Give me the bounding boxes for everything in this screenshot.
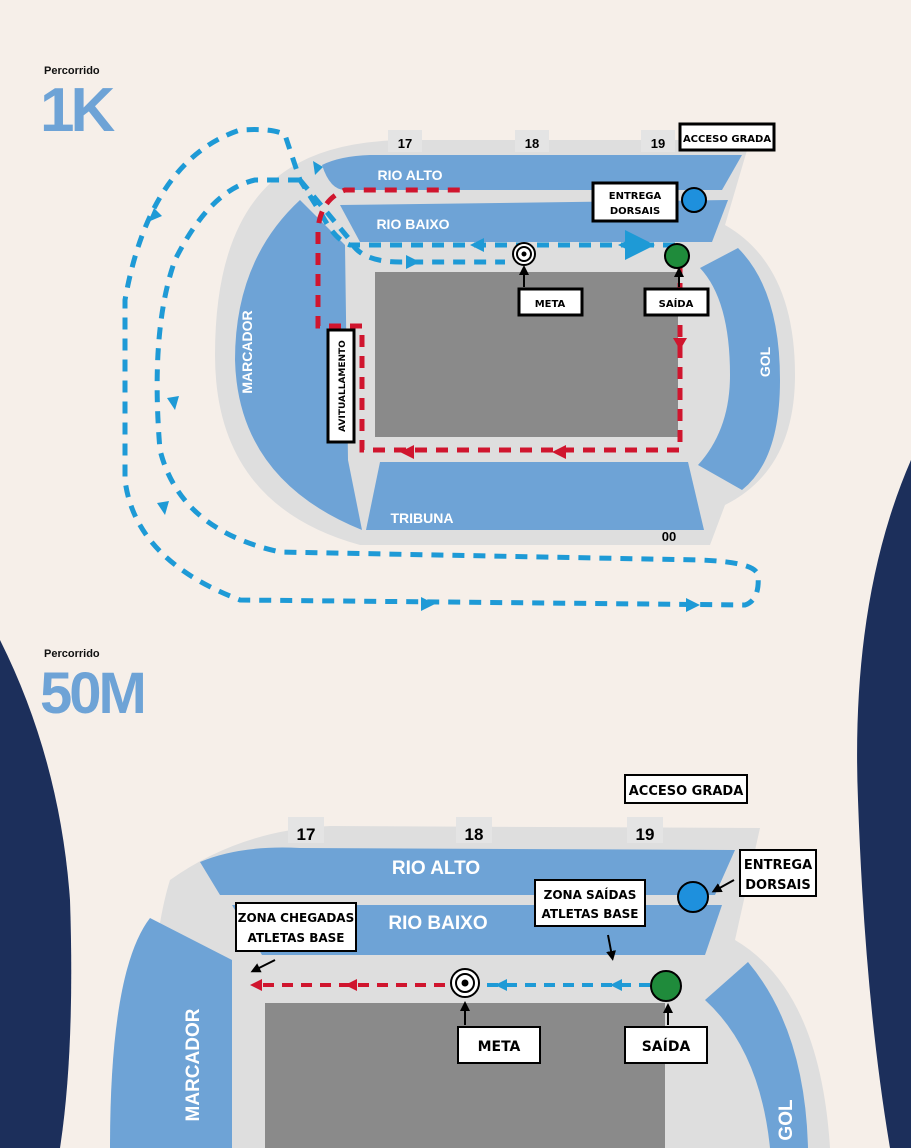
label-entrega-dorsais-50m: ENTREGA DORSAIS [739, 849, 817, 897]
start-marker [664, 243, 690, 269]
stand-label-rio-alto: RIO ALTO [392, 858, 480, 879]
stadium-1k: 17 18 19 00 RIO ALTO RIO BAIXO MARCADOR … [215, 130, 795, 545]
route-1k-arrows-blue [148, 161, 700, 612]
navy-left-shape [0, 640, 72, 1148]
bib-pickup-marker [681, 187, 707, 213]
svg-text:DORSAIS: DORSAIS [610, 206, 660, 217]
svg-text:ATLETAS BASE: ATLETAS BASE [541, 907, 638, 921]
section-17: 17 [297, 825, 316, 844]
label-zona-saidas: ZONA SAÍDAS ATLETAS BASE [534, 879, 646, 927]
label-acceso-grada-50m: ACCESO GRADA [624, 774, 748, 804]
section-19: 19 [651, 136, 665, 151]
stand-gol [698, 248, 780, 490]
svg-text:SAÍDA: SAÍDA [659, 297, 694, 310]
route-50m-arrows [250, 979, 622, 991]
section-18: 18 [525, 136, 539, 151]
section-00: 00 [662, 529, 676, 544]
label-zona-chegadas: ZONA CHEGADAS ATLETAS BASE [235, 902, 357, 952]
start-marker [650, 970, 682, 1002]
route-1k-subtitle: Percorrido [44, 65, 100, 77]
stand-label-tribuna: TRIBUNA [391, 510, 454, 526]
svg-text:DORSAIS: DORSAIS [745, 878, 810, 893]
label-avituallamento: AVITUALLAMENTO [326, 328, 356, 444]
stand-marcador [110, 918, 232, 1148]
svg-text:META: META [535, 299, 566, 310]
stand-rio-alto [322, 155, 742, 190]
finish-target-icon [512, 242, 536, 266]
route-50m-title: 50M [40, 661, 144, 726]
stand-label-marcador: MARCADOR [183, 1008, 204, 1121]
svg-text:ACCESO GRADA: ACCESO GRADA [683, 134, 771, 145]
section-tabs: 17 18 19 00 [388, 130, 676, 544]
section-19: 19 [636, 825, 655, 844]
svg-text:AVITUALLAMENTO: AVITUALLAMENTO [338, 340, 348, 432]
stand-label-rio-baixo: RIO BAIXO [376, 216, 449, 232]
svg-text:ZONA CHEGADAS: ZONA CHEGADAS [238, 911, 354, 925]
stand-label-gol: GOL [776, 1099, 797, 1141]
stand-label-rio-alto: RIO ALTO [377, 167, 442, 183]
route-1k-red [315, 187, 683, 453]
stand-label-marcador: MARCADOR [239, 310, 255, 393]
label-acceso-grada-1k: ACCESO GRADA [678, 122, 776, 152]
svg-text:SAÍDA: SAÍDA [642, 1038, 691, 1055]
svg-text:ATLETAS BASE: ATLETAS BASE [247, 931, 344, 945]
route-1k-title: 1K [40, 76, 115, 145]
pointer-arrows [250, 879, 735, 1025]
label-entrega-dorsais-1k: ENTREGA DORSAIS [591, 181, 679, 223]
svg-text:ENTREGA: ENTREGA [744, 858, 812, 873]
section-17: 17 [398, 136, 412, 151]
stand-gol [705, 962, 808, 1148]
route-1k-arrows-red [400, 338, 687, 459]
finish-target-icon [450, 968, 480, 998]
stand-tribuna [366, 462, 704, 530]
stand-label-rio-baixo: RIO BAIXO [388, 913, 487, 934]
svg-text:META: META [478, 1039, 521, 1055]
svg-text:ACCESO GRADA: ACCESO GRADA [629, 784, 744, 799]
navy-right-shape [857, 460, 911, 1148]
section-18: 18 [465, 825, 484, 844]
label-saida-50m: SAÍDA [624, 1026, 708, 1064]
label-meta-50m: META [457, 1026, 541, 1064]
svg-text:ENTREGA: ENTREGA [609, 191, 662, 202]
label-saida-1k: SAÍDA [643, 287, 710, 317]
stand-marcador [235, 200, 362, 530]
svg-text:ZONA SAÍDAS: ZONA SAÍDAS [544, 887, 637, 902]
route-50m-subtitle: Percorrido [44, 648, 100, 660]
bib-pickup-marker [677, 881, 709, 913]
stand-label-gol: GOL [757, 346, 773, 377]
label-meta-1k: META [517, 287, 584, 317]
